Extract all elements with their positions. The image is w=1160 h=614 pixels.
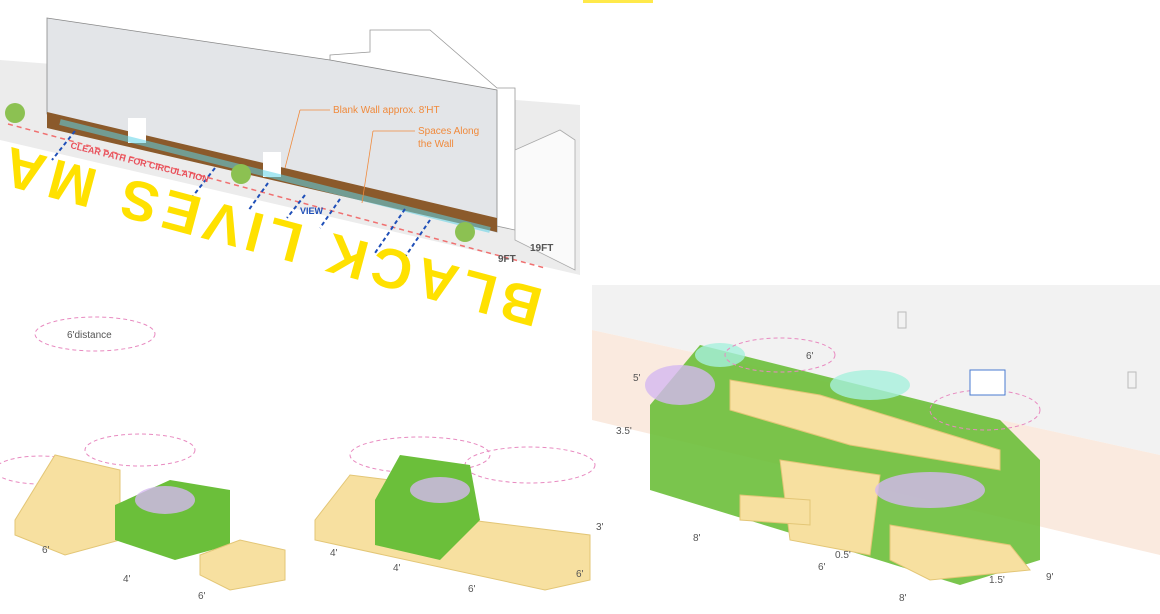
dim-label: 6' [198, 591, 206, 602]
dim-label: 9' [1046, 572, 1054, 583]
dim-label: 6' [42, 545, 50, 556]
dim-label: 8' [693, 533, 701, 544]
upper-seat [729, 379, 1001, 471]
view-label: VIEW [300, 206, 324, 216]
lower-seat [889, 524, 1031, 581]
distance-ring-legend [34, 316, 156, 352]
view-arrows [51, 130, 431, 258]
building-facade [46, 17, 498, 233]
seat-block [199, 539, 286, 591]
dim-label: 4' [393, 563, 401, 574]
protest-sign [969, 369, 1006, 396]
dim-label: 3' [596, 522, 604, 533]
distance-label: 6'distance [67, 330, 112, 341]
street-trees [5, 103, 475, 242]
seat-block [14, 454, 121, 556]
module-large: 5' 3.5' 6' 8' 6' 0.5' 8' 1.5' 9' [592, 285, 1160, 604]
highlight-mark [583, 0, 653, 3]
dim-label: 0.5' [835, 550, 851, 561]
street-axonometric: BLACK LIVES MATTER Blank Wall approx. 8'… [0, 17, 580, 339]
dim-label: 1.5' [989, 575, 1005, 586]
adjacent-building [514, 129, 576, 271]
module-small: 6' 4' 6' [0, 433, 286, 602]
dim-label: 4' [330, 548, 338, 559]
clear-path-line [7, 123, 546, 269]
width-9ft: 9FT [498, 254, 516, 265]
dim-label: 6' [806, 351, 814, 362]
width-19ft: 19FT [530, 243, 553, 254]
doorway [263, 152, 281, 177]
wall-seating-spaces [59, 119, 491, 233]
dim-label: 3.5' [616, 426, 632, 437]
dim-label: 5' [633, 373, 641, 384]
backdrop-wall [592, 285, 1160, 455]
dim-label: 6' [468, 584, 476, 595]
blank-wall-label: Blank Wall approx. 8'HT [333, 105, 440, 116]
spaces-label-2: the Wall [418, 139, 454, 150]
module-medium: 4' 4' 6' 3' 6' [314, 436, 604, 595]
dim-label: 6' [818, 562, 826, 573]
dim-label: 4' [123, 574, 131, 585]
lower-seat [739, 494, 811, 526]
spaces-label-1: Spaces Along [418, 126, 479, 137]
dim-label: 6' [576, 569, 584, 580]
doorway [128, 118, 146, 143]
dim-label: 8' [899, 593, 907, 604]
